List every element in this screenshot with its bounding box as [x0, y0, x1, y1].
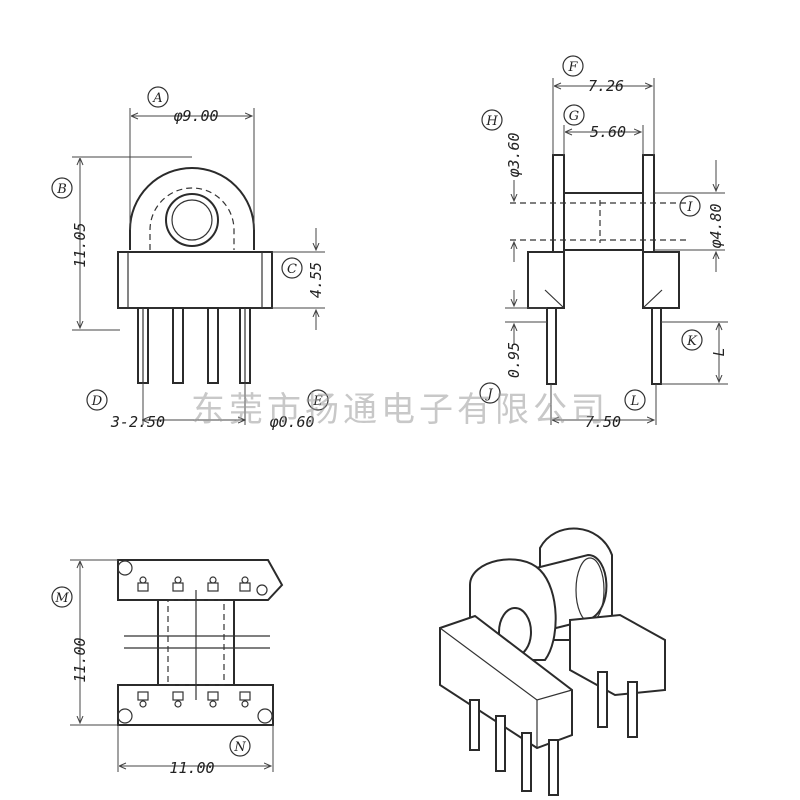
- dim-g-value: 5.60: [590, 123, 626, 141]
- label-i: I: [686, 200, 693, 215]
- company-watermark: 东莞市扬通电子有限公司: [191, 390, 609, 430]
- label-b: B: [56, 182, 67, 197]
- dim-h-value: φ3.60: [505, 132, 523, 177]
- dim-a-value: φ9.00: [173, 107, 218, 125]
- front-view: A φ9.00 B 11.05 C 4.55 D E 3-2.50 φ0.60: [51, 86, 329, 431]
- label-c: C: [287, 262, 297, 277]
- label-g: G: [569, 109, 579, 124]
- label-f: F: [567, 60, 578, 75]
- dim-l-value: 7.50: [585, 413, 621, 431]
- dim-j-value: 0.95: [505, 342, 523, 378]
- dim-b-value: 11.05: [71, 222, 89, 267]
- label-m: M: [54, 591, 69, 606]
- label-j: J: [484, 387, 493, 402]
- label-h: H: [485, 114, 498, 129]
- dim-c-value: 4.55: [307, 262, 325, 298]
- label-a: A: [152, 91, 162, 106]
- label-e: E: [312, 394, 323, 409]
- isometric-view: [439, 527, 666, 796]
- dim-k-value: L: [710, 347, 728, 356]
- side-view: F 7.26 G 5.60 H φ3.60 I φ4.80 J 0.95: [479, 55, 728, 431]
- dim-n-value: 11.00: [169, 759, 214, 777]
- label-d: D: [91, 394, 103, 409]
- dim-d-value: 3-2.50: [110, 413, 165, 431]
- top-view: M 11.00 N 11.00: [51, 559, 284, 777]
- label-n: N: [233, 740, 246, 755]
- dim-e-value: φ0.60: [269, 413, 314, 431]
- dim-f-value: 7.26: [588, 77, 624, 95]
- dim-m-value: 11.00: [71, 637, 89, 682]
- dim-i-value: φ4.80: [707, 203, 725, 248]
- label-k: K: [686, 334, 698, 349]
- label-l: L: [630, 394, 640, 409]
